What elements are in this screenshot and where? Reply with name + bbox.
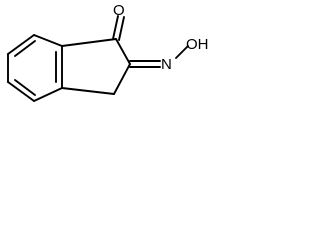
bond-ring-c1-c2 [33, 34, 63, 47]
bond-c2-ch2 [113, 63, 131, 95]
bond-ring-c5-c6 [33, 87, 63, 102]
bond-ring-c2-c3 [7, 34, 35, 55]
bond-ring-inner-double-2 [14, 79, 36, 96]
bond-ch2-aromatic [61, 87, 115, 95]
hydroxyl-label: OH [186, 36, 209, 53]
bond-ring-c4-c5 [7, 81, 35, 102]
bond-carbonyl-double-a [112, 15, 119, 40]
carbonyl-oxygen-label: O [113, 2, 125, 19]
bond-n-o [175, 45, 189, 59]
bond-carbonyl-double-b [118, 16, 125, 41]
oxime-group-label: N [161, 56, 172, 73]
chemical-structure-diagram: O N OH [7, 2, 209, 102]
bond-c1-carbonyl-carbon [61, 38, 117, 47]
bond-ring-inner-double-1 [14, 40, 36, 57]
bond-carbonyl-carbon-c2 [115, 38, 131, 65]
